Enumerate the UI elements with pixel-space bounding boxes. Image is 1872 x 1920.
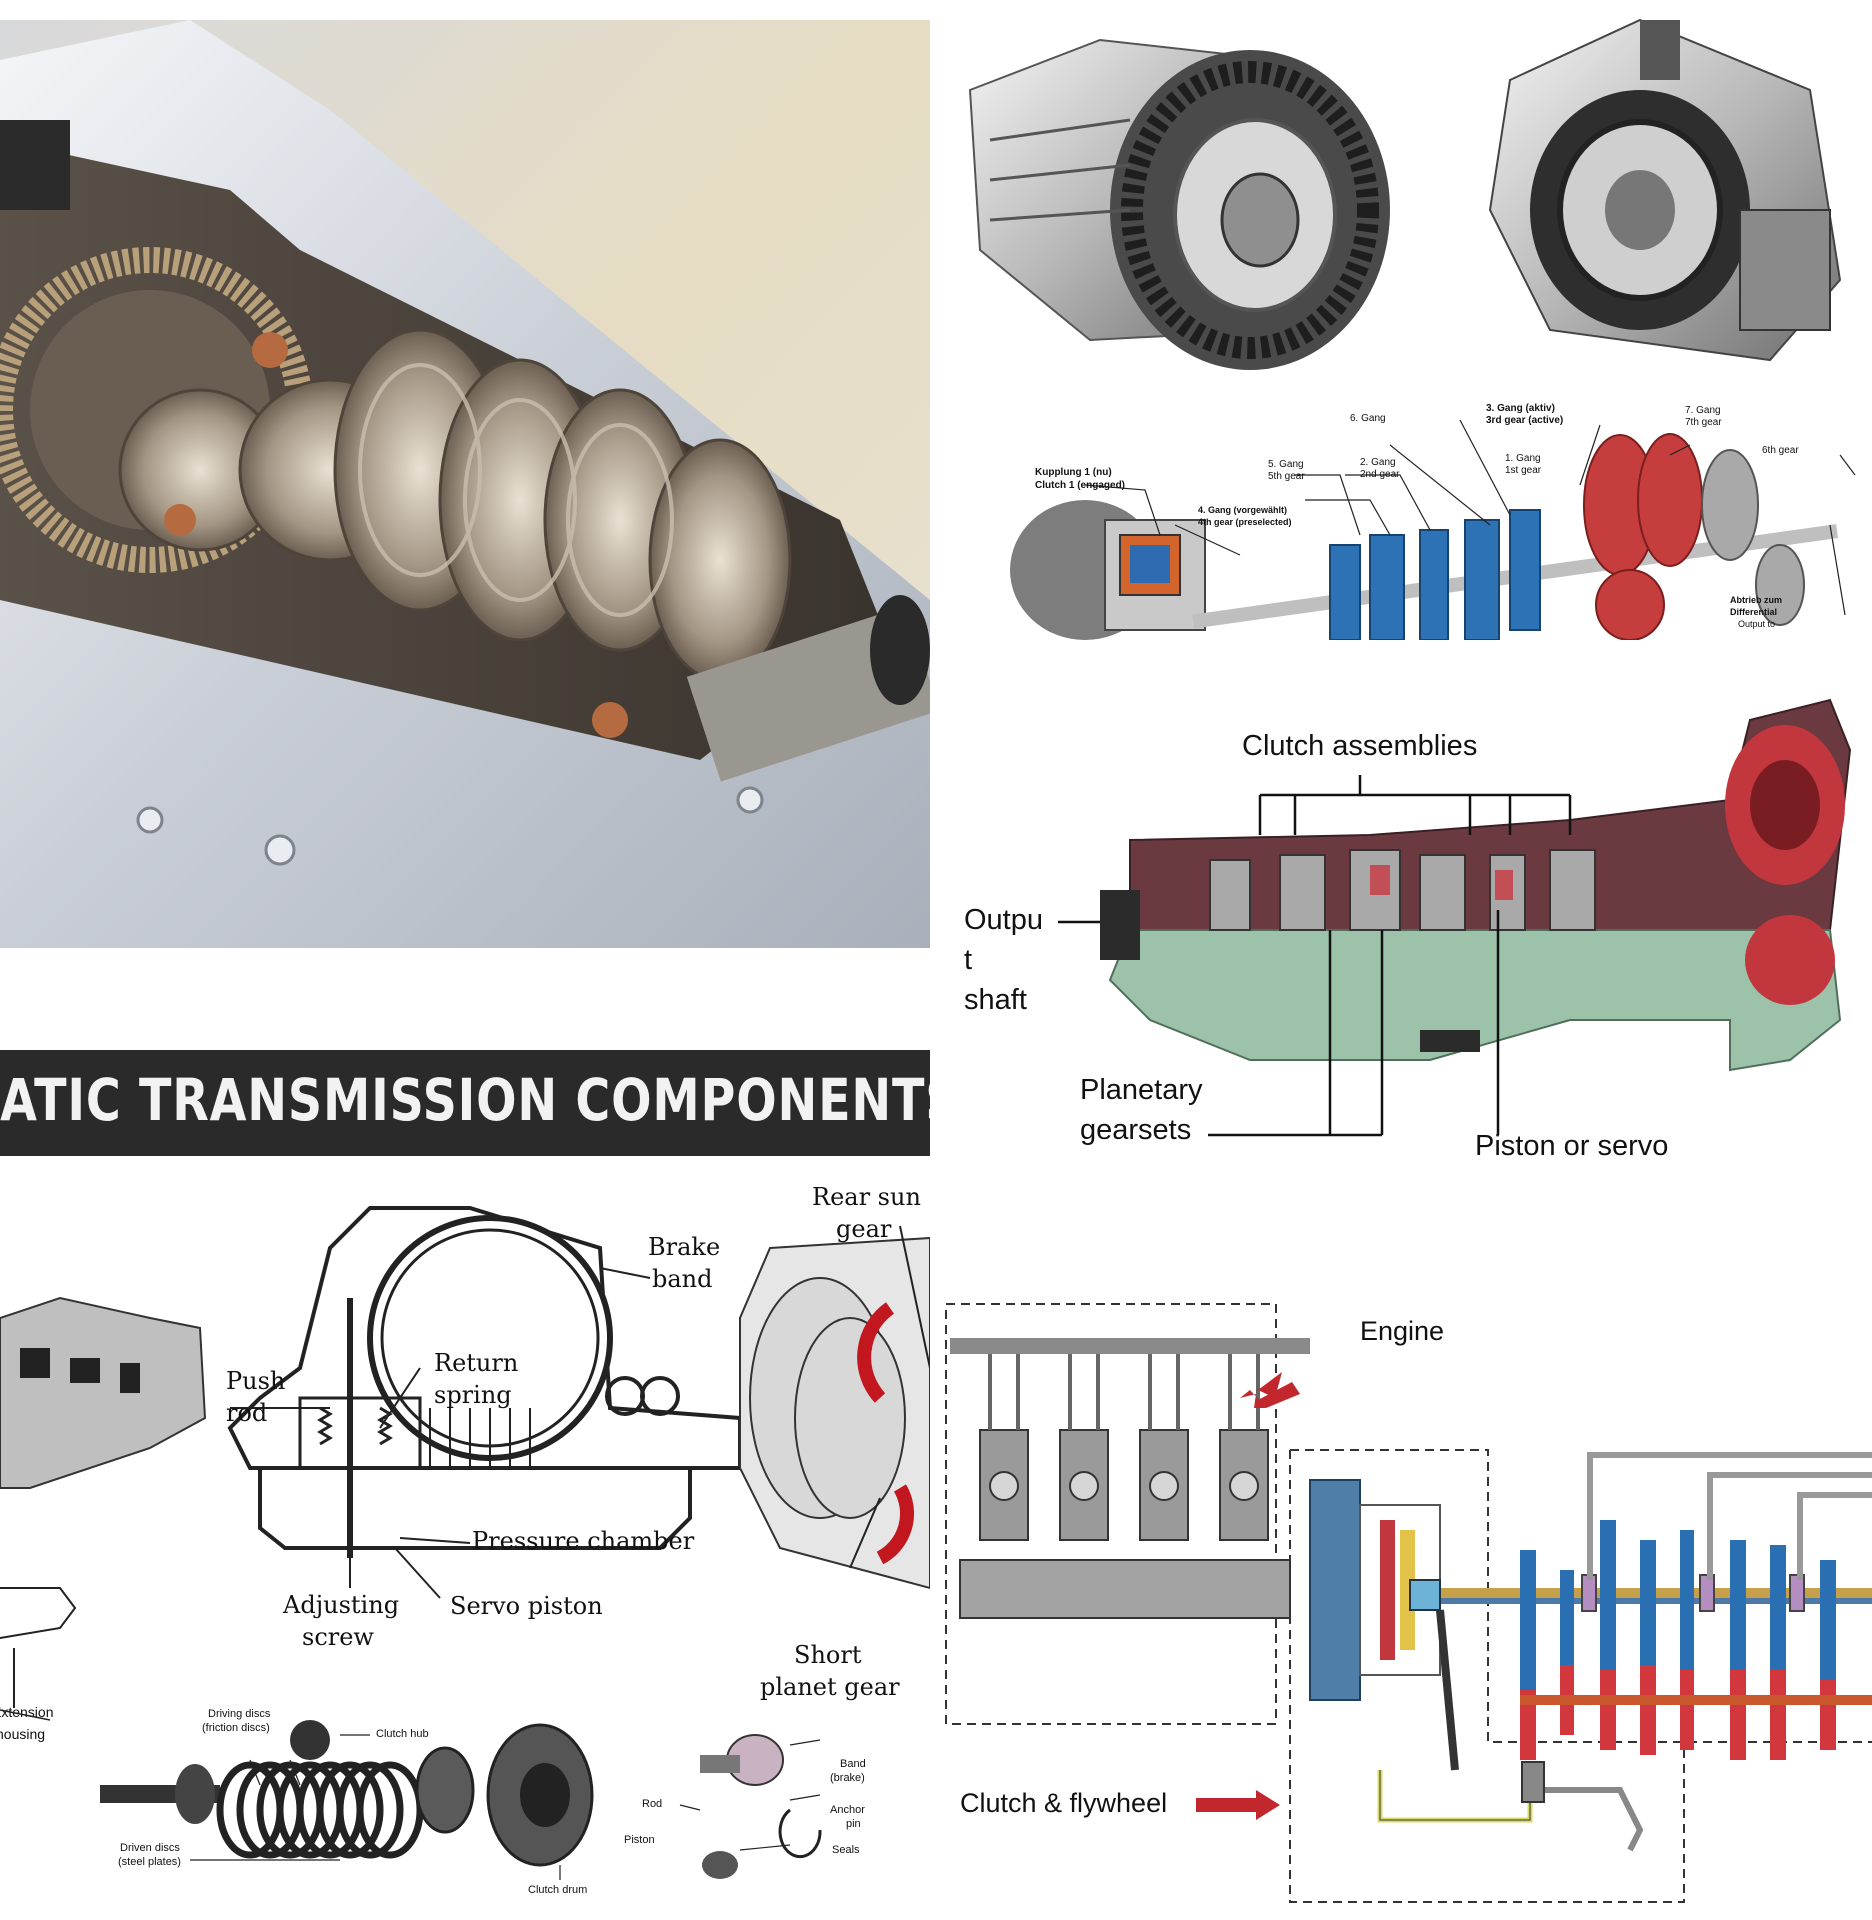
output-de-label: Abtrieb zum [1730, 595, 1783, 605]
short-planet-gear-label-2: planet gear [760, 1673, 900, 1701]
anchor-sub-label: pin [846, 1818, 861, 1830]
gear5-en-label: 5th gear [1268, 471, 1305, 482]
rear-sun-gear-label-1: Rear sun [812, 1183, 921, 1211]
dual-clutch-gear-diagram: Kupplung 1 (nu) Clutch 1 (engaged) 5. Ga… [1010, 395, 1870, 640]
planetary-gearsets-label-2: gearsets [1080, 1114, 1192, 1146]
gear2-en-label: 2nd gear [1360, 469, 1400, 480]
gear6-label-group: 6. Gang [1350, 413, 1386, 424]
extension-housing-label-2: housing [0, 1726, 46, 1742]
clutch-assemblies-label: Clutch assemblies [1242, 730, 1478, 762]
gear3-en-label: 3rd gear (active) [1486, 415, 1564, 426]
adjusting-screw-label-2: screw [302, 1623, 374, 1651]
clutch-drum-label: Clutch drum [528, 1884, 588, 1896]
driving-discs-sub-label: (friction discs) [202, 1722, 270, 1734]
gear1-label: 1. Gang [1505, 453, 1541, 464]
driven-discs-label: Driven discs [120, 1842, 180, 1854]
clutch-flywheel-label: Clutch & flywheel [960, 1788, 1168, 1818]
seals-label: Seals [832, 1844, 860, 1856]
gear4-label: 4. Gang (vorgewählt) [1198, 505, 1288, 515]
gear5-label: 5. Gang [1268, 459, 1304, 470]
gear1-en-label: 1st gear [1505, 465, 1542, 476]
coupling-label-en: Clutch 1 (engaged) [1035, 480, 1126, 491]
clutch-pack-exploded-view: Driving discs (friction discs) Clutch hu… [0, 1700, 930, 1920]
title-banner: MATIC TRANSMISSION COMPONENTS AND OPE [0, 1050, 930, 1156]
gear4-en-label: 4th gear (preselected) [1198, 517, 1292, 527]
anchor-label: Anchor [830, 1804, 865, 1816]
piston-servo-label: Piston or servo [1475, 1130, 1669, 1162]
gear6-en-label: 6th gear [1762, 445, 1799, 456]
output-shaft-label-1: Outpu [964, 904, 1043, 936]
short-planet-gear-label-1: Short [794, 1641, 862, 1669]
band-servo-diagram: Brake band Return spring Push rod Pressu… [0, 1168, 930, 1720]
output-diff-label: Differential [1730, 607, 1778, 617]
servo-piston-label: Servo piston [450, 1592, 603, 1620]
powertrain-schematic: Engine Clutch & flywheel [940, 1290, 1872, 1920]
pressure-chamber-label: Pressure chamber [472, 1527, 695, 1555]
driven-discs-sub-label: (steel plates) [118, 1856, 181, 1868]
push-rod-label-1: Push [226, 1367, 286, 1395]
banner-title: MATIC TRANSMISSION COMPONENTS AND OPE [0, 1066, 930, 1134]
coupling-label-de: Kupplung 1 (nu) [1035, 467, 1112, 478]
transmission-component-diagram: Clutch assemblies Outpu t shaft Planetar… [950, 690, 1872, 1170]
rear-sun-gear-label-2: gear [836, 1215, 892, 1243]
piston-part-label: Piston [624, 1834, 655, 1846]
gear3-label: 3. Gang (aktiv) [1486, 403, 1555, 414]
rod-label: Rod [642, 1798, 663, 1810]
engine-label: Engine [1360, 1316, 1445, 1346]
return-spring-label-2: spring [434, 1381, 512, 1409]
brake-band-label-2: band [652, 1265, 713, 1293]
transmission-cutaway-photo [0, 0, 930, 948]
gear7-en-label: 7th gear [1685, 417, 1722, 428]
driving-discs-label: Driving discs [208, 1708, 271, 1720]
output-en-label: Output to [1738, 619, 1776, 629]
push-rod-label-2: rod [226, 1399, 268, 1427]
clutch-hub-label: Clutch hub [376, 1728, 429, 1740]
gear2-label: 2. Gang [1360, 457, 1396, 468]
gear7-label: 7. Gang [1685, 405, 1721, 416]
adjusting-screw-label-1: Adjusting [283, 1591, 400, 1619]
planetary-gearsets-label-1: Planetary [1080, 1074, 1203, 1106]
return-spring-label-1: Return [434, 1349, 519, 1377]
output-shaft-label-2: t [964, 944, 973, 976]
transmission-product-photos [950, 0, 1872, 380]
output-shaft-label-3: shaft [964, 984, 1027, 1016]
band-sub-label: (brake) [830, 1772, 865, 1784]
extension-housing-label-1: Extension [0, 1704, 54, 1720]
band-label: Band [840, 1758, 866, 1770]
brake-band-label-1: Brake [648, 1233, 721, 1261]
